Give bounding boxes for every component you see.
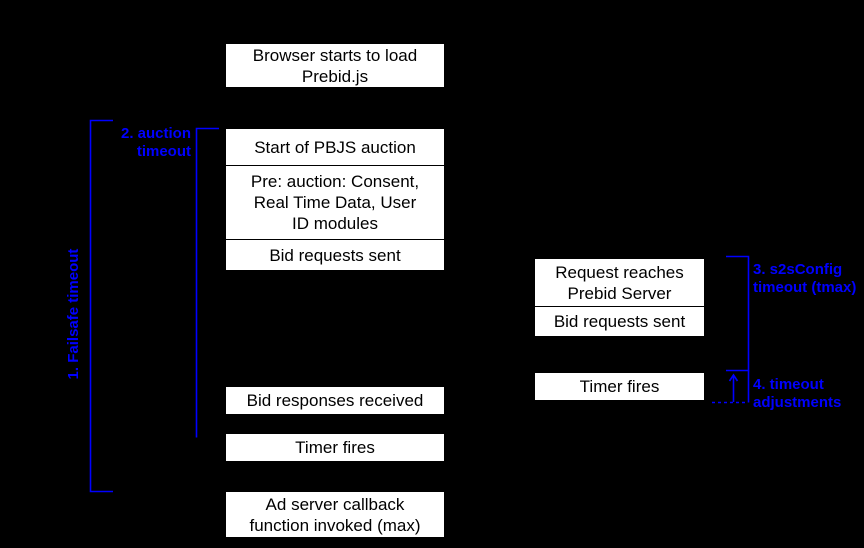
s2sconfig-timeout-bracket bbox=[726, 255, 750, 372]
annotation-failsafe-timeout-label: 1. Failsafe timeout bbox=[65, 248, 82, 380]
bid-responses-received-box: Bid responses received bbox=[225, 386, 445, 415]
start-of-auction-cell: Start of PBJS auction bbox=[226, 129, 444, 166]
annotation-auction-timeout-label: 2. auction timeout bbox=[120, 125, 191, 160]
client-timer-fires-box: Timer fires bbox=[225, 433, 445, 462]
bid-requests-sent-cell: Bid requests sent bbox=[226, 240, 444, 270]
timeout-adjustments-marker bbox=[728, 370, 750, 403]
browser-loads-prebid-box: Browser starts to load Prebid.js bbox=[225, 43, 445, 88]
annotation-timeout-adjustments-label: 4. timeout adjustments bbox=[753, 376, 842, 411]
pbjs-auction-group: Start of PBJS auction Pre: auction: Cons… bbox=[225, 128, 445, 271]
pre-auction-modules-cell: Pre: auction: Consent, Real Time Data, U… bbox=[226, 166, 444, 240]
server-bid-requests-sent-cell: Bid requests sent bbox=[535, 307, 704, 336]
server-timer-fires-box: Timer fires bbox=[534, 372, 705, 401]
prebid-server-group: Request reaches Prebid Server Bid reques… bbox=[534, 258, 705, 336]
request-reaches-server-cell: Request reaches Prebid Server bbox=[535, 259, 704, 307]
failsafe-bracket bbox=[89, 119, 113, 493]
ad-server-callback-box: Ad server callback function invoked (max… bbox=[225, 491, 445, 538]
auction-timeout-bracket bbox=[195, 127, 219, 438]
annotation-s2sconfig-timeout-label: 3. s2sConfig timeout (tmax) bbox=[753, 261, 857, 296]
